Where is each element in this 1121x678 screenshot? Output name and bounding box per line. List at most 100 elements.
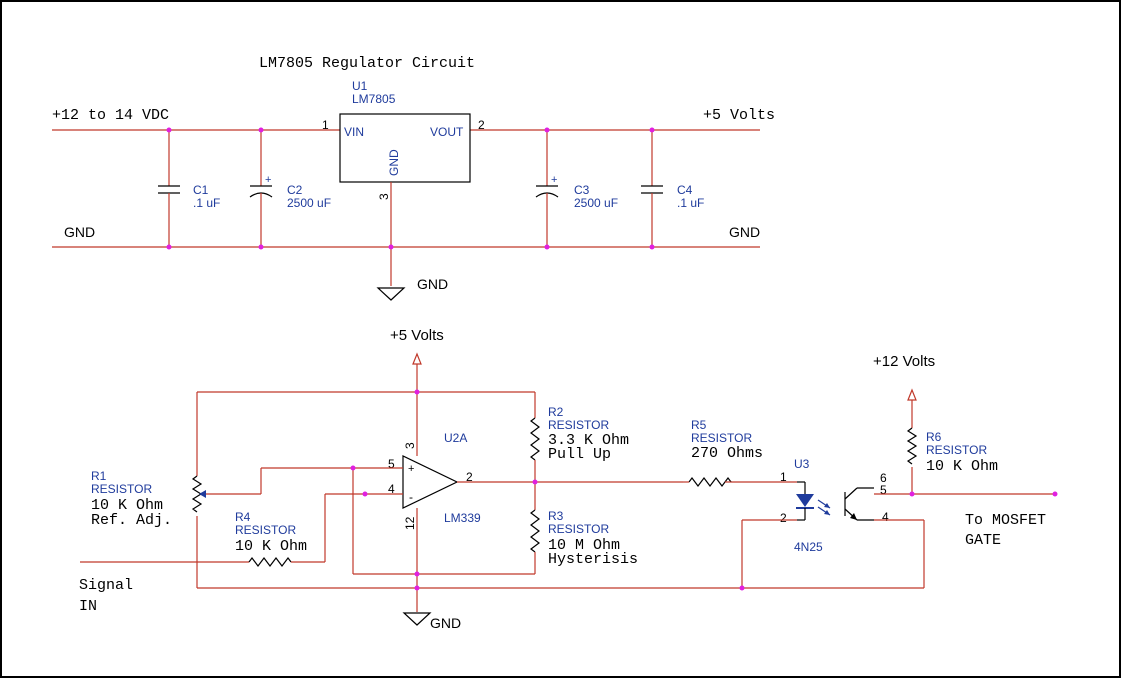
u2a-body [402,455,459,509]
output-label-1: To MOSFET [965,512,1046,529]
u2a-ref: U2A [444,431,467,445]
u1-vout-label: VOUT [430,125,464,139]
r2-type: RESISTOR [548,418,609,432]
r4-body [248,557,292,567]
u3-pin1: 1 [780,470,787,484]
c1-ref: C1 [193,183,209,197]
r2-body [530,417,540,461]
c2-value: 2500 uF [287,196,331,210]
signal-label-2: IN [79,598,97,615]
c4-ref: C4 [677,183,693,197]
u2a-minus: - [409,490,413,504]
light-arrowhead-1 [824,503,830,508]
junction-dot [649,127,655,133]
junction-dot [414,571,420,577]
led-icon [796,494,814,507]
r3-body [530,509,540,553]
diagram-title: LM7805 Regulator Circuit [259,55,475,72]
u1-ref: U1 [352,79,368,93]
u3-pin6: 6 [880,471,887,485]
r6-type: RESISTOR [926,443,987,457]
r2-note: Pull Up [548,446,611,463]
u1-part: LM7805 [352,92,396,106]
junction-dot [258,244,264,250]
plus12-symbol [907,388,917,401]
r5-ref: R5 [691,418,707,432]
r6-body [906,427,918,465]
r1-wiper-arrow [199,490,206,498]
u2a-pin3: 3 [403,442,417,449]
u3-pin4: 4 [882,510,889,524]
r3-ref: R3 [548,509,564,523]
plus5-label: +5 Volts [390,327,444,344]
junction-dot [544,244,550,250]
c4-value: .1 uF [677,196,704,210]
r4-type: RESISTOR [235,523,296,537]
gnd-symbol-2-label: GND [430,615,461,631]
junction-dot [544,127,550,133]
light-arrowhead-2 [824,510,830,515]
gnd-symbol-1-label: GND [417,276,448,292]
u3-ref: U3 [794,457,810,471]
u1-pin3: 3 [377,193,391,200]
u3-pin5: 5 [880,483,887,497]
junction-dot [258,127,264,133]
r6-value: 10 K Ohm [926,458,998,475]
output-rail-label: +5 Volts [703,107,775,124]
c2-polarity: + [265,174,271,186]
junction-dot [166,244,172,250]
output-label-2: GATE [965,532,1001,549]
junction-dot [362,491,368,497]
junction-dot [414,585,420,591]
r1-note: Ref. Adj. [91,512,172,529]
r3-note: Hysterisis [548,551,638,568]
c3-value: 2500 uF [574,196,618,210]
junction-dot [739,585,745,591]
phototransistor-emitter-arrow [850,513,857,520]
c3-polarity: + [551,174,557,186]
r6-ref: R6 [926,430,942,444]
signal-label-1: Signal [79,577,133,594]
r5-type: RESISTOR [691,431,752,445]
u2a-pin5: 5 [388,457,395,471]
phototransistor-collector [844,487,858,500]
u1-pin1: 1 [322,118,329,132]
u1-body [339,113,471,183]
input-rail-label: +12 to 14 VDC [52,107,169,124]
junction-dot [350,465,356,471]
plus5-symbol [412,352,422,365]
gnd-symbol-2 [402,612,432,626]
r4-ref: R4 [235,510,251,524]
junction-dot [388,244,394,250]
r2-value: 3.3 K Ohm [548,432,629,449]
r1-ref: R1 [91,469,107,483]
r1-type: RESISTOR [91,482,152,496]
junction-dot [649,244,655,250]
c1-value: .1 uF [193,196,220,210]
r4-value: 10 K Ohm [235,538,307,555]
junction-dot [532,479,538,485]
r3-type: RESISTOR [548,522,609,536]
c2-ref: C2 [287,183,303,197]
u3-pin2: 2 [780,511,787,525]
r5-value: 270 Ohms [691,445,763,462]
u2a-plus: + [408,463,414,475]
junction-dot [166,127,172,133]
gnd-left-label: GND [64,224,95,240]
u1-gnd-label: GND [387,149,401,176]
u2a-pin2: 2 [466,470,473,484]
r3-value: 10 M Ohm [548,537,620,554]
junction-dot [414,389,420,395]
c3-ref: C3 [574,183,590,197]
junction-dot [909,491,915,497]
u3-part: 4N25 [794,540,823,554]
r2-ref: R2 [548,405,564,419]
plus12-label: +12 Volts [873,353,935,370]
u1-vin-label: VIN [344,125,364,139]
u1-pin2: 2 [478,118,485,132]
junction-dot [1052,491,1058,497]
u2a-pin4: 4 [388,482,395,496]
r1-value: 10 K Ohm [91,497,163,514]
